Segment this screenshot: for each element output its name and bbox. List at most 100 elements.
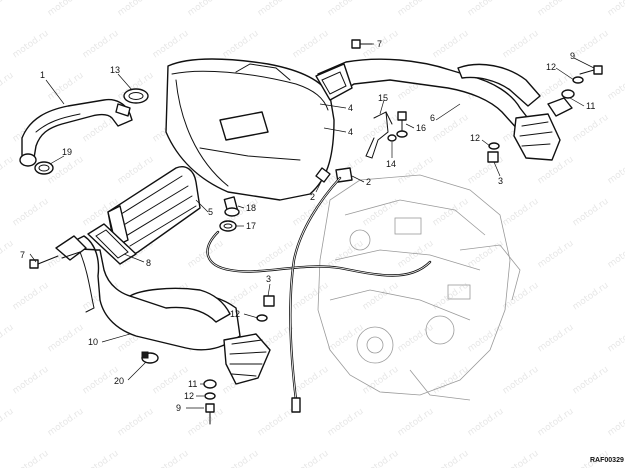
watermark-text: motod.ru: [536, 239, 576, 271]
callout-2-b: 2: [310, 192, 315, 202]
callout-15: 15: [378, 93, 388, 103]
watermark-text: motod.ru: [571, 197, 611, 229]
watermark-text: motod.ru: [501, 29, 541, 61]
callout-2-a: 2: [366, 177, 371, 187]
callout-14: 14: [386, 159, 396, 169]
watermark-text: motod.ru: [46, 71, 86, 103]
watermark-text: motod.ru: [431, 365, 471, 397]
bolt-16: [396, 111, 408, 138]
watermark-text: motod.ru: [81, 29, 121, 61]
airbox-4: [165, 58, 335, 201]
callout-9-top: 9: [570, 51, 575, 61]
engine-background: [317, 174, 521, 401]
callout-11-top: 11: [586, 101, 595, 111]
callout-4-b: 4: [348, 127, 353, 137]
watermark-text: motod.ru: [46, 407, 86, 439]
watermark-text: motod.ru: [606, 323, 625, 355]
callout-11-bottom: 11: [188, 379, 197, 389]
watermark-text: motod.ru: [501, 197, 541, 229]
watermark-text: motod.ru: [501, 281, 541, 313]
watermark-text: motod.ru: [186, 239, 226, 271]
hose-clamp-13: [115, 88, 149, 117]
watermark-text: motod.ru: [466, 407, 506, 439]
watermark-text: motod.ru: [571, 281, 611, 313]
watermark-text: motod.ru: [81, 449, 121, 468]
watermark-text: motod.ru: [0, 0, 16, 18]
callout-7-top: 7: [377, 39, 382, 49]
watermark-text: motod.ru: [326, 0, 366, 18]
fitting-18: [223, 196, 240, 217]
callout-12-mid: 12: [230, 309, 240, 319]
watermark-text: motod.ru: [11, 365, 51, 397]
watermark-text: motod.ru: [151, 449, 191, 468]
watermark-text: motod.ru: [291, 281, 331, 313]
watermark-text: motod.ru: [291, 29, 331, 61]
intake-duct-10: [55, 235, 271, 385]
intake-duct-6: [315, 58, 573, 161]
callout-12-bottom: 12: [184, 391, 194, 401]
callout-18: 18: [246, 203, 256, 213]
washer-12-right: [488, 142, 500, 150]
reference-code: RAF00329: [590, 457, 624, 464]
watermark-text: motod.ru: [0, 323, 16, 355]
watermark-text: motod.ru: [151, 29, 191, 61]
spacer-11-top: [561, 89, 575, 99]
callout-3-mid: 3: [266, 274, 271, 284]
callout-3-top: 3: [498, 176, 503, 186]
watermark-text: motod.ru: [186, 0, 226, 18]
watermark-text: motod.ru: [291, 365, 331, 397]
watermark-text: motod.ru: [396, 407, 436, 439]
callout-10: 10: [88, 337, 98, 347]
callout-labels: 1 13 19 7 4 4 2 2 15 16 14 6 9 12 11 12 …: [20, 39, 595, 413]
callout-7-left: 7: [20, 250, 25, 260]
callout-12-right: 12: [470, 133, 480, 143]
grommet-14: [387, 134, 397, 142]
watermark-text: motod.ru: [501, 365, 541, 397]
callout-1: 1: [40, 70, 45, 80]
watermark-text: motod.ru: [291, 449, 331, 468]
watermark-text: motod.ru: [606, 71, 625, 103]
watermark-text: motod.ru: [46, 323, 86, 355]
watermark-text: motod.ru: [0, 71, 16, 103]
nut-3-top: [487, 151, 499, 163]
watermark-text: motod.ru: [0, 155, 16, 187]
watermark-text: motod.ru: [606, 155, 625, 187]
watermark-text: motod.ru: [536, 323, 576, 355]
watermark-text: motod.ru: [326, 323, 366, 355]
watermark-text: motod.ru: [466, 323, 506, 355]
callout-4-a: 4: [348, 103, 353, 113]
washer-12-bottom: [204, 392, 216, 400]
watermark-text: motod.ru: [11, 29, 51, 61]
hose-clamp-19: [34, 161, 54, 175]
callout-16: 16: [416, 123, 426, 133]
bolt-9-top: [579, 65, 603, 75]
watermark-text: motod.ru: [0, 239, 16, 271]
hose-clamp-20: [141, 351, 159, 364]
nut-3-mid: [263, 295, 275, 307]
bolt-9-bottom: [205, 403, 215, 425]
watermark-text: motod.ru: [116, 407, 156, 439]
callout-9-bottom: 9: [176, 403, 181, 413]
watermark-text: motod.ru: [11, 197, 51, 229]
fitting-2: [315, 167, 353, 183]
watermark-text: motod.ru: [221, 449, 261, 468]
watermark-text: motod.ru: [571, 29, 611, 61]
watermark-text: motod.ru: [571, 113, 611, 145]
watermark-text: motod.ru: [221, 29, 261, 61]
callout-17: 17: [246, 221, 256, 231]
watermark-text: motod.ru: [0, 407, 16, 439]
watermark-text: motod.ru: [606, 0, 625, 18]
watermark-text: motod.ru: [256, 407, 296, 439]
watermark-text: motod.ru: [396, 155, 436, 187]
watermark-text: motod.ru: [116, 155, 156, 187]
watermark-text: motod.ru: [501, 449, 541, 468]
watermark-text: motod.ru: [326, 407, 366, 439]
watermark-text: motod.ru: [116, 0, 156, 18]
watermark-text: motod.ru: [606, 239, 625, 271]
callout-19: 19: [62, 147, 72, 157]
watermark-text: motod.ru: [361, 281, 401, 313]
spacer-11-bottom: [203, 379, 217, 389]
watermark-text: motod.ru: [466, 239, 506, 271]
watermark-text: motod.ru: [431, 29, 471, 61]
